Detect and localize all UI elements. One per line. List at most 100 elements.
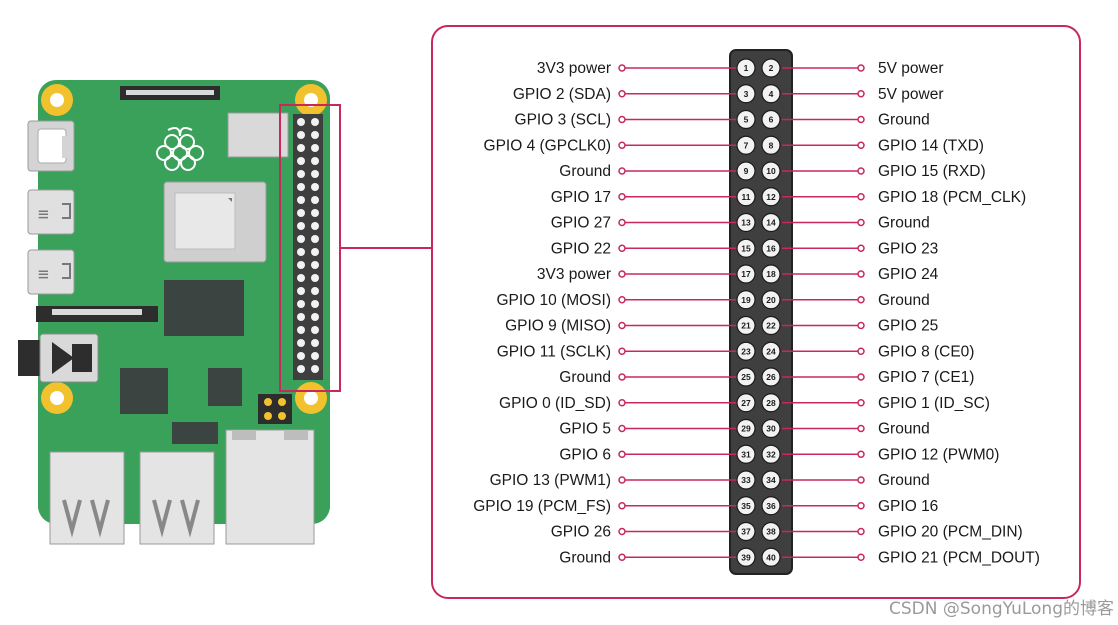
pin-22 [761, 315, 781, 336]
board-pin [297, 196, 305, 204]
connector-dot [857, 270, 865, 278]
board-gpio-header [293, 114, 323, 380]
display-connector [120, 86, 220, 100]
pin-number: 24 [766, 346, 776, 356]
svg-text:≡: ≡ [38, 264, 49, 285]
pin-39 [736, 547, 756, 567]
usb-port [139, 451, 215, 545]
board-pin [311, 274, 319, 282]
board-pin [297, 261, 305, 269]
pin-number: 31 [741, 449, 751, 459]
board-pin [297, 300, 305, 308]
pin-number: 6 [769, 115, 774, 125]
pin-label-left: GPIO 26 [551, 524, 611, 541]
pin-11 [736, 187, 756, 207]
connector-dot [618, 450, 626, 458]
pin-label-left: GPIO 0 (ID_SD) [499, 395, 611, 412]
connector-dot [857, 321, 865, 330]
pin-20 [761, 290, 781, 310]
pin-13 [736, 212, 756, 233]
pin-33 [736, 470, 756, 490]
connector-dot [857, 502, 865, 510]
connector-dot [857, 373, 865, 381]
connector-dot [618, 193, 626, 201]
pin-28 [761, 393, 781, 413]
board-pin [311, 222, 319, 230]
pin-label-right: GPIO 25 [878, 318, 938, 335]
pin-number: 7 [744, 140, 749, 150]
pin-number: 38 [766, 527, 776, 537]
connector-dot [618, 64, 626, 72]
pin-label-left: GPIO 6 [559, 446, 611, 463]
pin-number: 5 [744, 115, 749, 125]
pin-label-right: GPIO 20 (PCM_DIN) [878, 524, 1023, 541]
pin-24 [761, 341, 781, 361]
pin-label-left: GPIO 10 (MOSI) [496, 292, 611, 309]
connector-dot [857, 141, 865, 149]
connector-dot [857, 218, 865, 227]
pin-label-left: GPIO 13 (PWM1) [490, 472, 611, 489]
pin-label-left: GPIO 3 (SCL) [515, 112, 611, 129]
pin-30 [761, 418, 781, 439]
connector-dot [857, 115, 865, 124]
pin-label-right: Ground [878, 421, 930, 438]
pin-number: 30 [766, 424, 776, 434]
connector-dot [618, 424, 626, 433]
power-chip [208, 368, 242, 406]
board-pin [297, 131, 305, 139]
board-pin [297, 144, 305, 152]
board-pin [297, 274, 305, 282]
pin-label-left: GPIO 5 [559, 421, 611, 438]
ethernet-port [225, 429, 315, 545]
board-pin [311, 352, 319, 360]
pin-9 [736, 161, 756, 181]
connector-dot [618, 244, 626, 252]
pin-15 [736, 238, 756, 258]
pin-36 [761, 496, 781, 516]
connector-dot [618, 373, 626, 381]
pin-number: 11 [742, 192, 751, 202]
board-pin [297, 157, 305, 165]
board-pin [311, 144, 319, 152]
raspberry-pi-logo-icon [156, 127, 204, 171]
pin-34 [761, 470, 781, 490]
connector-dot [857, 424, 865, 433]
pin-number: 12 [766, 192, 776, 202]
connector-dot [618, 218, 626, 227]
small-chip [172, 422, 218, 444]
board-pin [311, 326, 319, 334]
board-pin [311, 131, 319, 139]
pin-10 [761, 161, 781, 181]
pin-1 [736, 58, 756, 78]
pin-14 [761, 212, 781, 233]
pin-label-right: GPIO 16 [878, 498, 938, 515]
board-pin [311, 183, 319, 191]
pin-label-right: 5V power [878, 60, 943, 77]
camera-connector [36, 306, 158, 322]
pin-31 [736, 444, 756, 464]
board-pin [311, 365, 319, 373]
pin-label-right: Ground [878, 215, 930, 232]
board-pin [311, 339, 319, 347]
pin-label-right: 5V power [878, 86, 943, 103]
board-pin [297, 365, 305, 373]
pin-number: 3 [744, 89, 749, 99]
pin-label-left: GPIO 19 (PCM_FS) [473, 498, 611, 515]
pin-8 [761, 135, 781, 155]
board-pin [311, 287, 319, 295]
board-pin [297, 235, 305, 243]
pin-label-right: GPIO 14 (TXD) [878, 137, 984, 154]
board-pin [311, 118, 319, 126]
pin-label-left: GPIO 17 [551, 189, 611, 206]
board-pin [311, 235, 319, 243]
